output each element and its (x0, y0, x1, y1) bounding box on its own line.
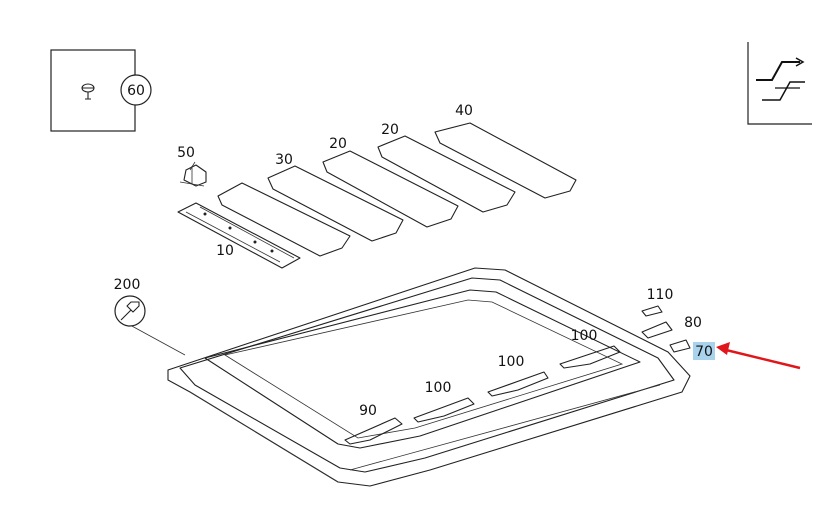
callout-30: 30 (275, 152, 293, 168)
callout-100-c: 100 (498, 354, 525, 370)
callout-200: 200 (114, 277, 141, 293)
panel-20-b (322, 150, 459, 228)
slider-100-c (559, 345, 621, 369)
panel-30 (217, 182, 351, 257)
panel-40 (434, 122, 577, 199)
callout-10: 10 (216, 243, 234, 259)
pointer-arrow (716, 342, 801, 370)
callout-100-d: 100 (571, 328, 598, 344)
callout-70: 70 (695, 344, 713, 360)
sunroof-frame (167, 267, 691, 487)
slider-90 (344, 417, 403, 445)
part-110 (641, 305, 663, 317)
leader-200 (129, 324, 186, 356)
rail-10 (177, 202, 301, 269)
panel-20-a (267, 165, 404, 242)
panel-20-c (377, 135, 516, 213)
part-80 (641, 321, 673, 339)
callout-90: 90 (359, 403, 377, 419)
callout-100-b: 100 (425, 380, 452, 396)
callout-40: 40 (455, 103, 473, 119)
callout-50: 50 (177, 145, 195, 161)
slider-100-a (413, 397, 475, 423)
callout-20-a: 20 (329, 136, 347, 152)
screw-icon (81, 83, 95, 100)
clip-50 (179, 164, 207, 187)
callout-60: 60 (127, 83, 145, 99)
wrench-icon (114, 295, 146, 327)
part-70 (669, 339, 691, 353)
callout-110: 110 (647, 287, 674, 303)
callout-circle-60 (120, 74, 152, 106)
installation-position-icon (747, 42, 812, 125)
callout-20-b: 20 (381, 122, 399, 138)
detail-box-60: 60 (50, 49, 152, 132)
slider-100-b (487, 371, 549, 397)
callout-80: 80 (684, 315, 702, 331)
leader-50 (189, 161, 196, 171)
highlight-70 (693, 342, 715, 360)
